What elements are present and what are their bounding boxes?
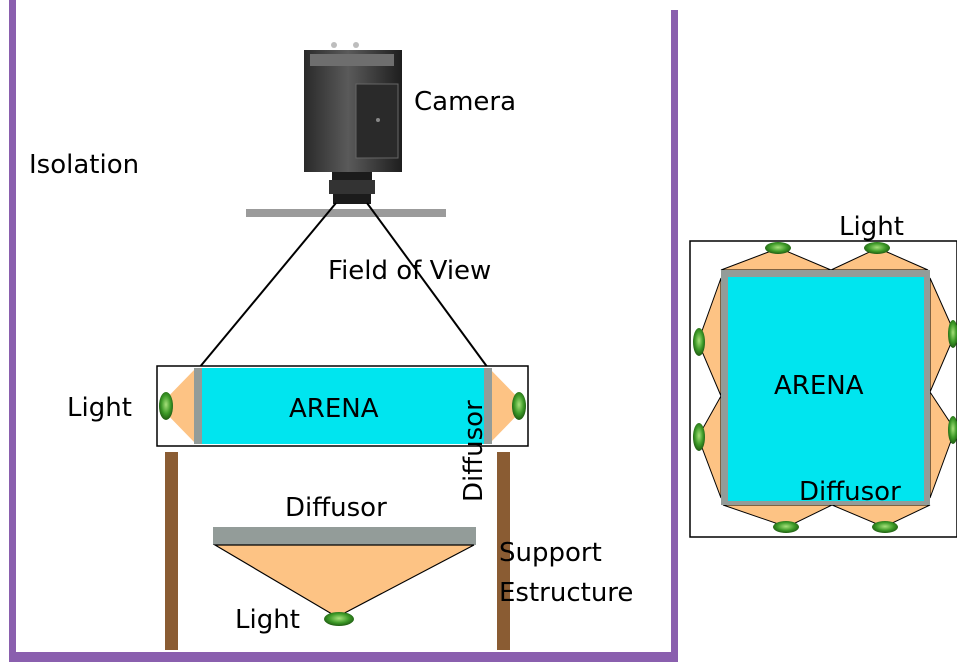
light-bulb-icon [948,416,957,444]
top-arena-label: ARENA [774,371,864,401]
enclosure-floor [9,652,678,662]
right-light-cone [489,368,526,444]
lens-plane [246,209,446,217]
top-view-panel [689,240,957,538]
side-arena-assembly [156,365,529,447]
field-of-view-lines [198,202,489,369]
support-label-line1: Support [499,538,602,568]
light-bulb-icon [765,242,791,254]
left-side-diffusor [194,368,202,444]
top-light-label: Light [839,212,904,242]
light-bulb-icon [693,423,705,451]
left-light-cone [159,368,196,444]
light-bulb-icon [872,521,898,533]
side-light-label: Light [67,393,132,423]
right-support-post [497,452,510,650]
bottom-diffusor [213,527,476,545]
camera-label: Camera [414,87,516,117]
side-diffusor-vertical-label: Diffusor [459,400,489,502]
light-bulb-icon [693,328,705,356]
top-arena [728,277,924,501]
side-arena-label: ARENA [289,394,379,424]
top-diffusor-label: Diffusor [799,477,901,507]
field-of-view-label: Field of View [328,256,491,286]
enclosure-right-wall [671,10,678,662]
light-bulb-icon [512,392,526,420]
enclosure-left-wall [9,0,16,662]
light-bulb-icon [159,392,173,420]
light-bulb-icon [773,521,799,533]
left-support-post [165,452,178,650]
isolation-label: Isolation [29,150,139,180]
side-arena [202,368,484,444]
bottom-light-label: Light [235,605,300,635]
light-bulb-icon [948,320,957,348]
light-bulb-icon [324,612,354,626]
bottom-light-cone [212,544,475,618]
support-label-line2: Estructure [499,578,633,608]
right-side-diffusor [484,368,492,444]
camera-icon [304,42,402,204]
light-bulb-icon [864,242,890,254]
bottom-diffusor-label: Diffusor [285,493,387,523]
